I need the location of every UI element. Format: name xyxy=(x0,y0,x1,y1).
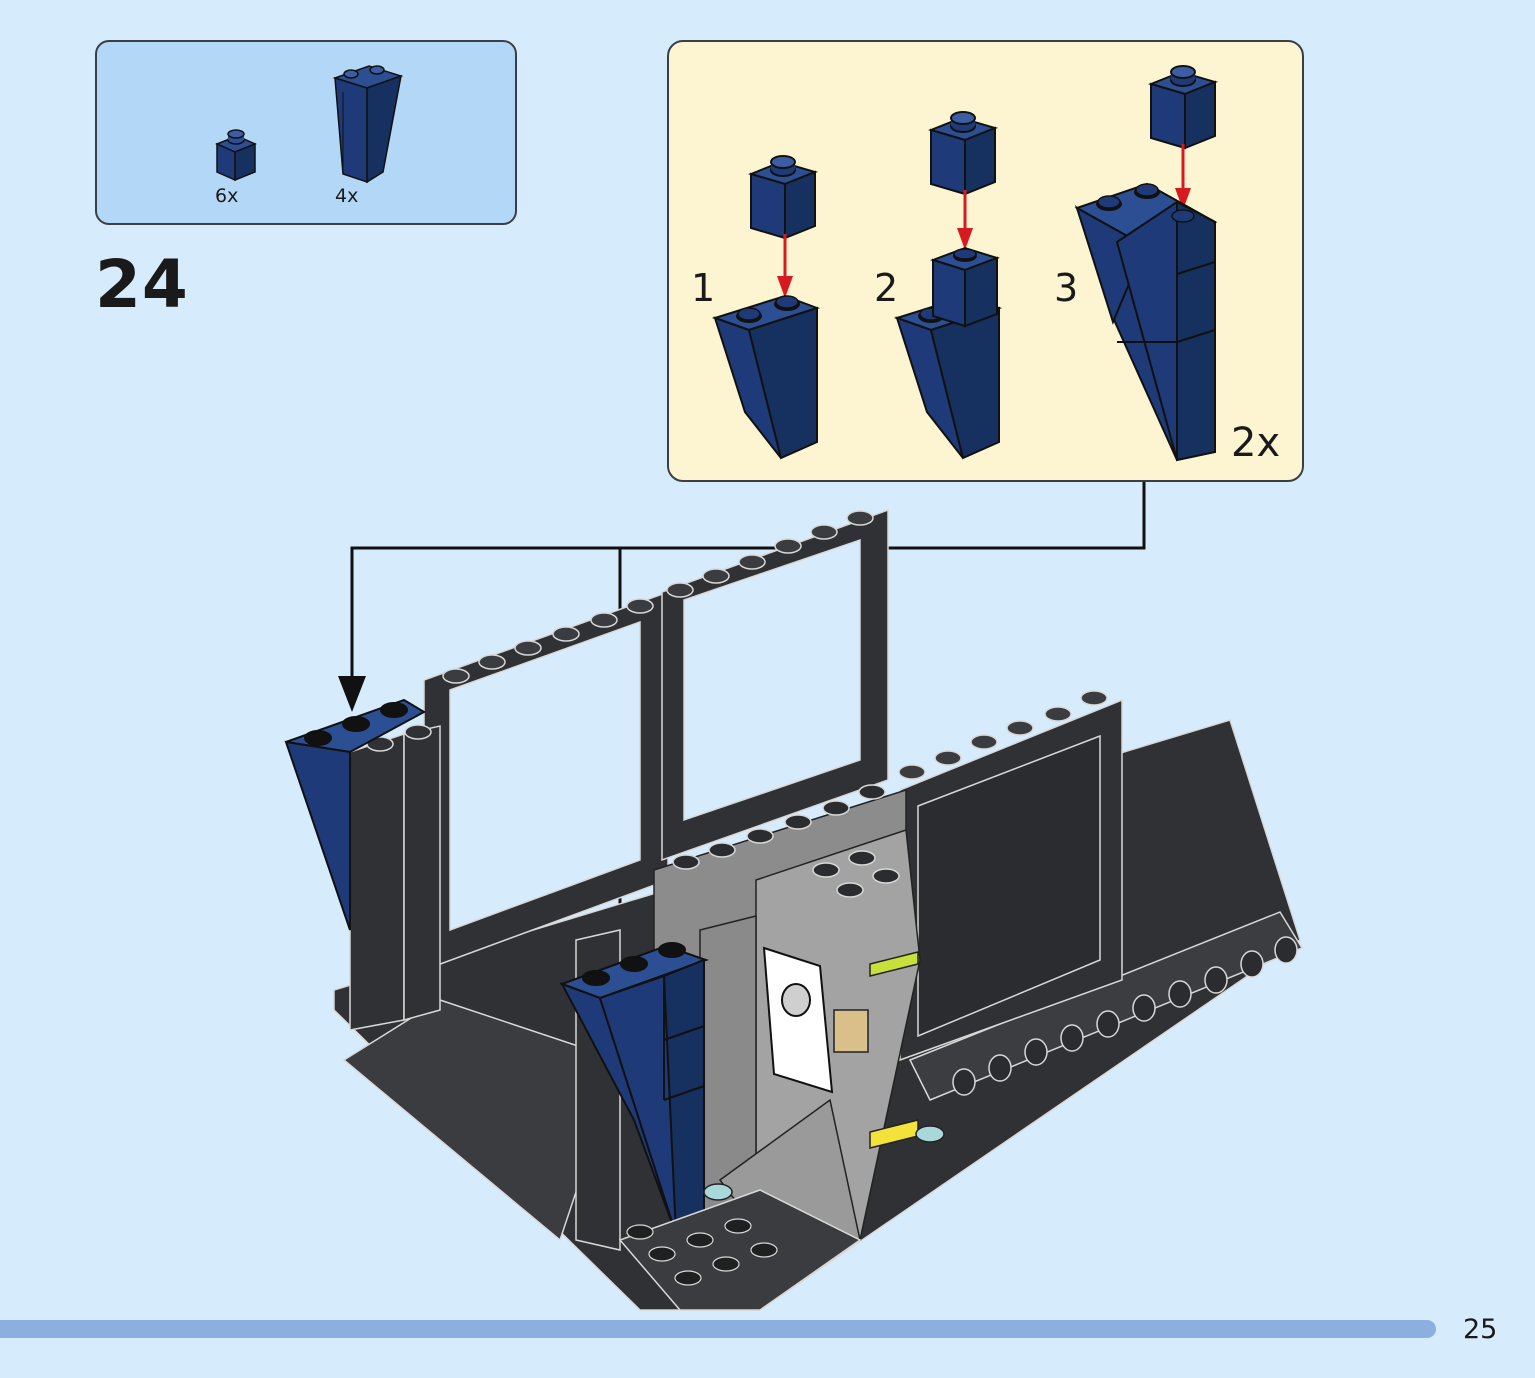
stud-row xyxy=(672,784,900,898)
pillar xyxy=(349,724,441,1031)
progress-bar xyxy=(0,1320,1436,1338)
beam-holes xyxy=(952,936,1298,1096)
parts-list-box: 6x 4x xyxy=(95,40,517,225)
subassembly-multiplier: 2x xyxy=(1231,420,1281,466)
sub-step-label: 3 xyxy=(1054,266,1079,310)
trans-stud xyxy=(703,1125,945,1201)
window-frame xyxy=(423,508,1123,1062)
step-number: 24 xyxy=(95,246,189,323)
placement-arrow-icon xyxy=(338,676,366,712)
subassembly-illustration xyxy=(711,65,1218,462)
subassembly-callout: 1 2 3 2x xyxy=(667,40,1304,482)
sub-step-label: 2 xyxy=(874,266,899,310)
placed-slope-front xyxy=(559,942,709,1237)
front-plate xyxy=(618,1189,862,1311)
tan-tile xyxy=(833,1009,869,1053)
placed-slope-left xyxy=(284,698,427,931)
green-plate xyxy=(869,951,919,977)
part-quantity: 4x xyxy=(335,185,359,207)
part-quantity: 6x xyxy=(215,185,239,207)
sub-step-label: 1 xyxy=(691,266,716,310)
stud-row xyxy=(442,510,1108,780)
page-number: 25 xyxy=(1463,1314,1498,1345)
brick-1x1-icon xyxy=(215,129,257,182)
wanted-poster xyxy=(762,946,834,1094)
slope-brick-icon xyxy=(332,65,404,184)
